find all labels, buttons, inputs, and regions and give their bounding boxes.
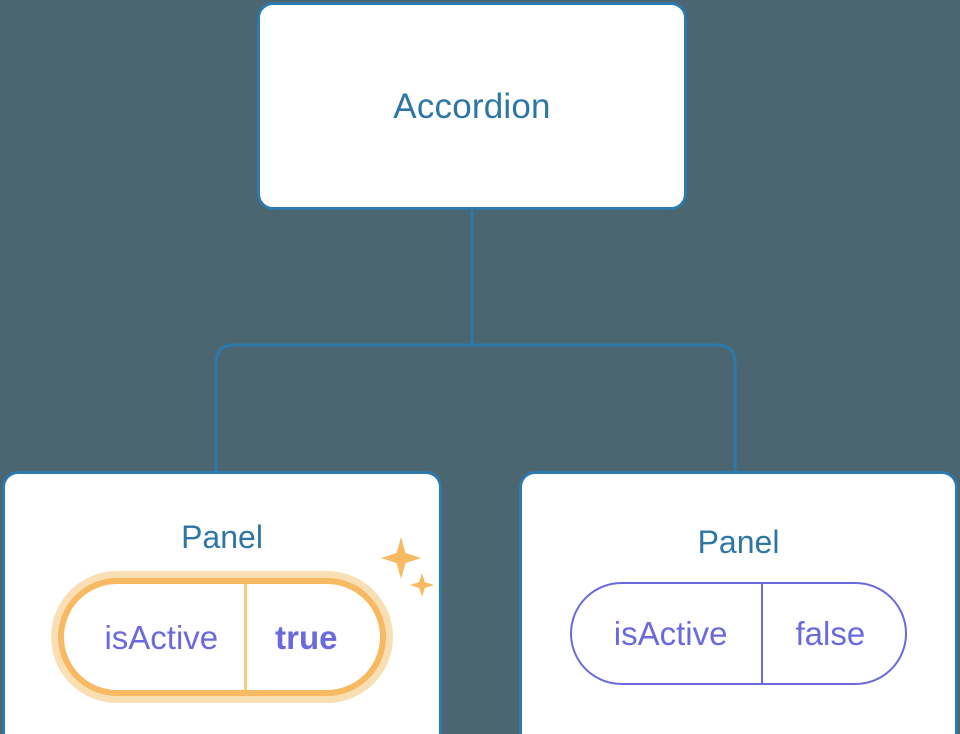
prop-pill-isactive-false[interactable]: isActive false [569,582,908,685]
connector-branch-bar [214,343,737,471]
prop-pill-isactive-true[interactable]: isActive true [58,578,386,696]
sparkle-small-icon [409,573,434,597]
prop-value: false [761,584,905,683]
sparkles-group [380,537,434,597]
prop-value: true [244,584,379,690]
node-title: Panel [697,524,780,560]
node-panel-inactive[interactable]: Panel isActive false [519,471,958,734]
node-title: Panel [181,519,263,555]
prop-key: isActive [104,618,219,656]
node-accordion[interactable]: Accordion [257,2,687,210]
node-panel-active[interactable]: Panel isActive true [2,471,442,734]
prop-pill-highlight-wrapper: isActive true [51,537,434,703]
node-title: Accordion [393,86,551,126]
sparkle-large-icon [380,537,421,579]
prop-key: isActive [613,615,728,652]
